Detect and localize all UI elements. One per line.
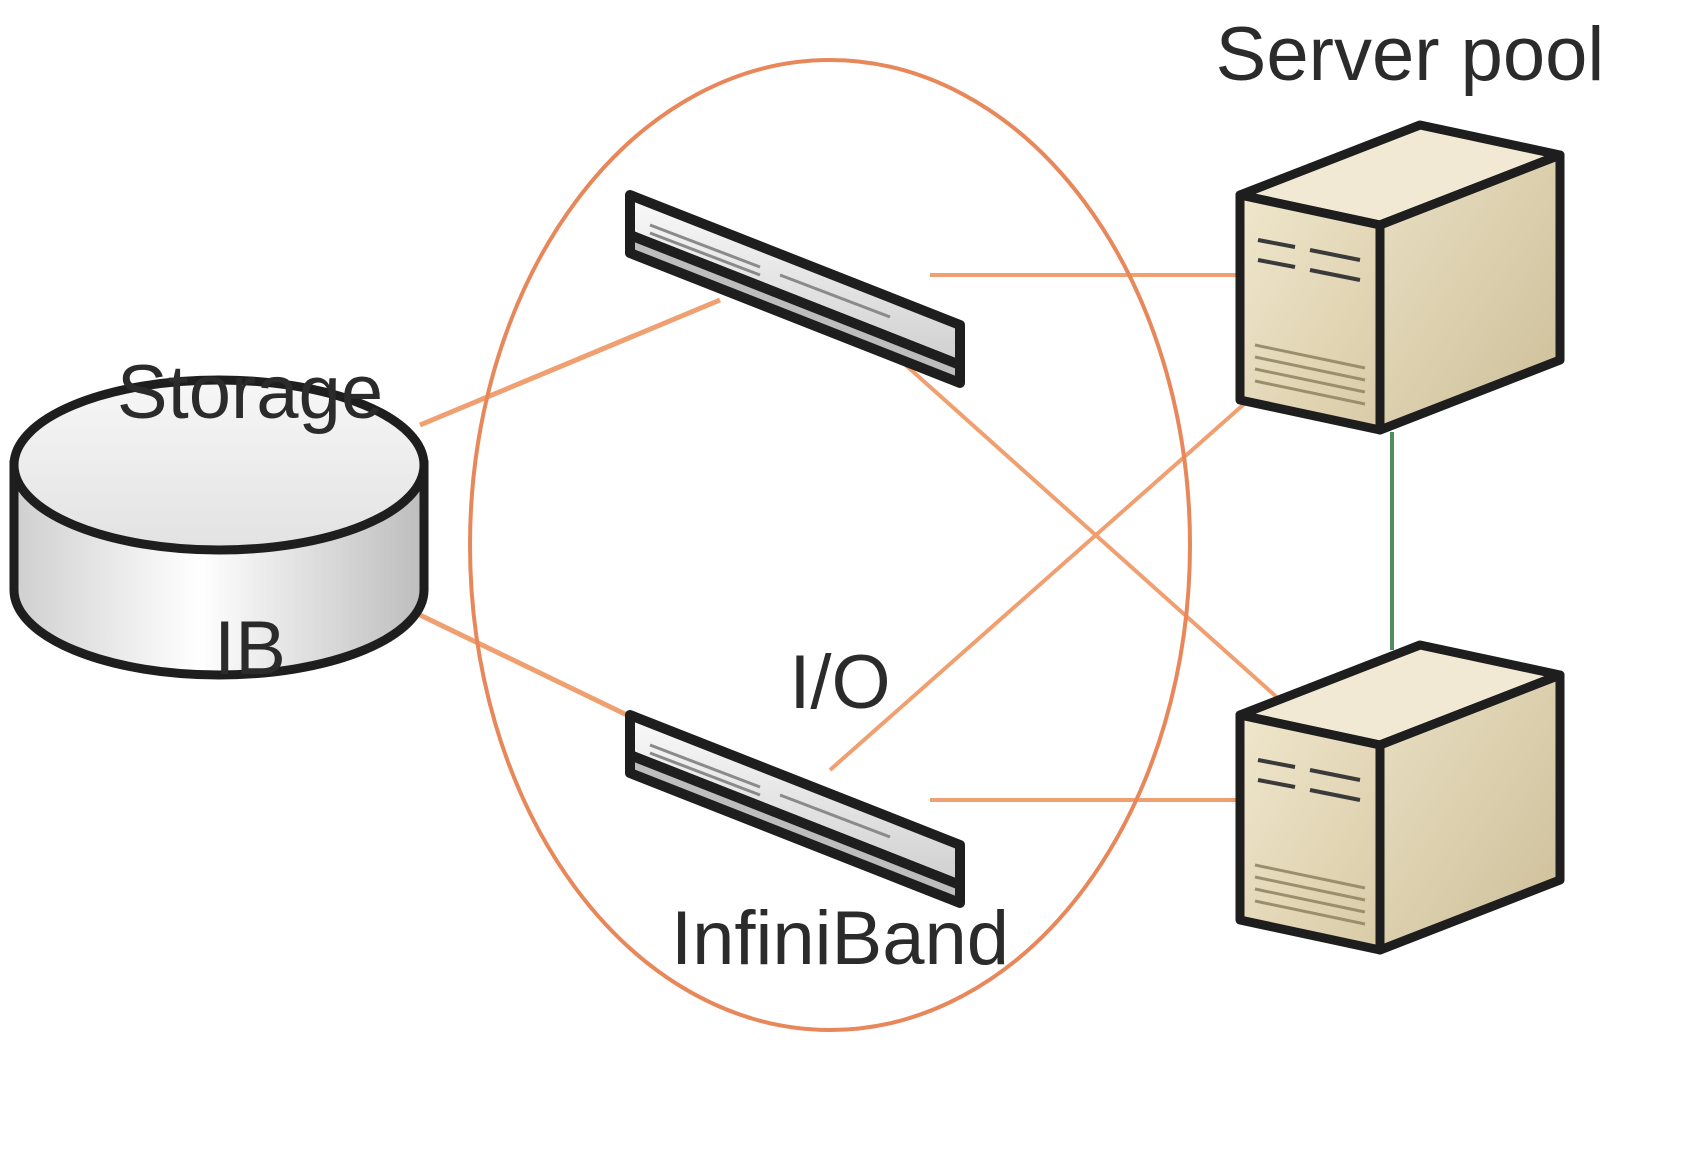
storage-label: Storage IB: [40, 180, 460, 861]
storage-label-line2: IB: [214, 605, 286, 691]
storage-label-line1: Storage: [116, 350, 384, 436]
infiniband-diagram: [9, 58, 1565, 1032]
diagram-canvas: Storage IB Server pool I/O InfiniBand: [9, 12, 1605, 1032]
server-tower-icon: [1235, 640, 1565, 955]
network-switch-icon: [625, 710, 965, 908]
link-switch2-server1: [828, 388, 1262, 772]
link-storage-switch1: [419, 297, 721, 428]
server-pool-label: Server pool: [1215, 12, 1605, 97]
server-tower-icon: [1235, 120, 1565, 435]
network-links: [418, 273, 1394, 802]
network-switch-icon: [625, 190, 965, 388]
io-label-line1: I/O: [789, 640, 891, 726]
infiniband-fabric-ellipse: [468, 58, 1192, 1032]
io-infiniband-label: I/O InfiniBand: [560, 470, 1120, 1151]
disk-storage-icon: [9, 375, 429, 680]
io-label-line2: InfiniBand: [670, 895, 1010, 981]
link-switch1-server2: [898, 358, 1282, 702]
